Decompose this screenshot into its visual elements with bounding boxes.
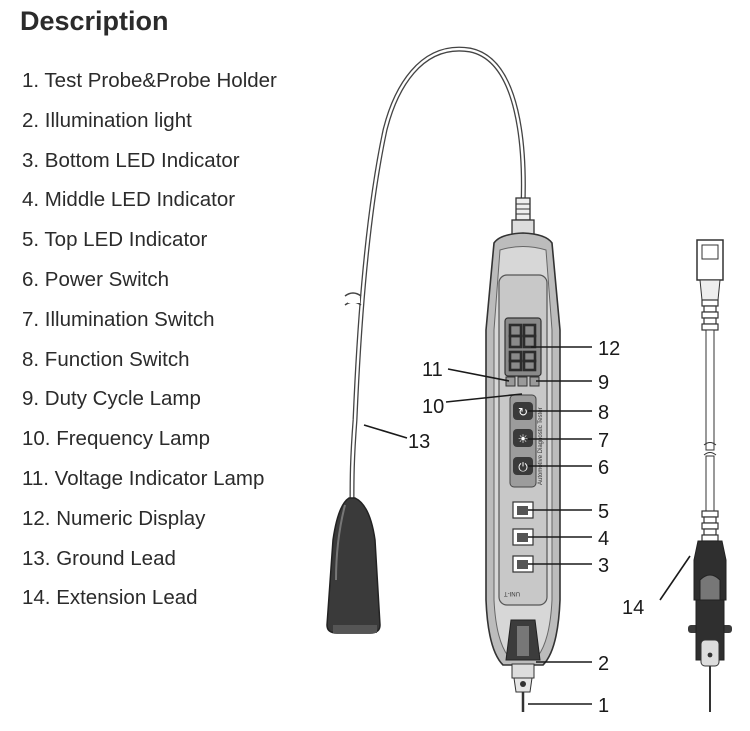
function-switch[interactable]: ↻ <box>513 402 533 420</box>
list-item: 11. Voltage Indicator Lamp <box>22 466 265 490</box>
list-item: 6. Power Switch <box>22 267 169 291</box>
list-item: 14. Extension Lead <box>22 586 198 610</box>
callout-14: 14 <box>622 597 644 619</box>
illumination-light <box>505 619 541 661</box>
list-item: 9. Duty Cycle Lamp <box>22 387 201 411</box>
svg-text:↻: ↻ <box>518 405 528 419</box>
callout-2: 2 <box>598 653 609 675</box>
callout-9: 9 <box>598 372 609 394</box>
svg-text:☀: ☀ <box>518 432 529 446</box>
list-item: 10. Frequency Lamp <box>22 427 211 451</box>
list-item: 3. Bottom LED Indicator <box>22 148 240 172</box>
list-item: 7. Illumination Switch <box>22 307 215 331</box>
callout-5: 5 <box>598 501 609 523</box>
power-switch[interactable]: ⏻ <box>513 457 533 475</box>
callout-6: 6 <box>598 457 609 479</box>
list-item: 8. Function Switch <box>22 347 190 371</box>
callout-4: 4 <box>598 528 609 550</box>
ground-lead <box>326 46 526 634</box>
list-item: 4. Middle LED Indicator <box>22 188 236 212</box>
callout-12: 12 <box>598 338 620 360</box>
test-probe <box>511 663 535 712</box>
section-title: Description <box>20 6 169 36</box>
lead-connector <box>511 197 535 237</box>
list-item: 5. Top LED Indicator <box>22 228 208 252</box>
callout-10: 10 <box>422 396 444 418</box>
voltage-lamp <box>505 376 516 387</box>
brand-logo: UNI-T <box>504 590 520 596</box>
list-item: 12. Numeric Display <box>22 506 206 530</box>
illumination-switch[interactable]: ☀ <box>513 429 533 447</box>
callout-lines <box>363 346 691 705</box>
callout-13: 13 <box>408 431 430 453</box>
callout-3: 3 <box>598 555 609 577</box>
frequency-lamp <box>517 376 528 387</box>
callout-1: 1 <box>598 695 609 717</box>
svg-text:⏻: ⏻ <box>518 460 528 474</box>
list-item: 1. Test Probe&Probe Holder <box>22 69 277 92</box>
tester-body: ↻ ☀ ⏻ Automotive Diagnostic Tester UNI-T <box>485 232 561 666</box>
callout-8: 8 <box>598 402 609 424</box>
side-label: Automotive Diagnostic Tester <box>538 407 544 485</box>
description-list: 1. Test Probe&Probe Holder 2. Illuminati… <box>22 66 277 623</box>
callout-11: 11 <box>422 359 443 381</box>
list-item: 2. Illumination light <box>22 108 192 132</box>
numeric-display <box>508 323 537 372</box>
list-item: 13. Ground Lead <box>22 546 176 570</box>
callout-7: 7 <box>598 430 609 452</box>
extension-lead <box>688 239 732 712</box>
